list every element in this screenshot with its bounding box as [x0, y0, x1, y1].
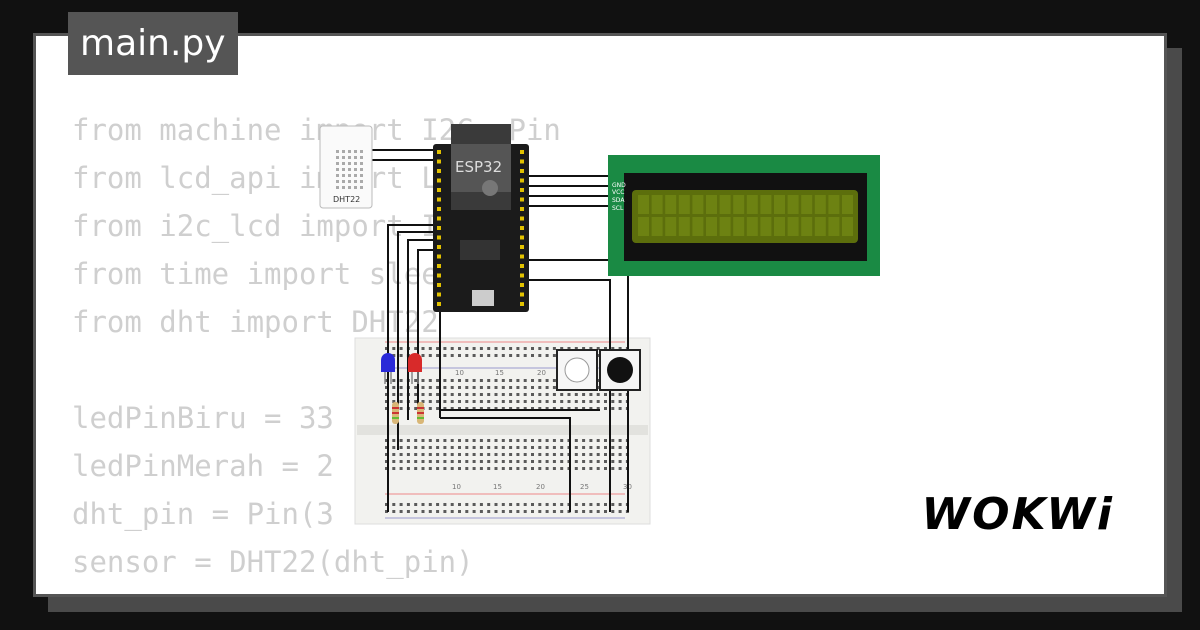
bb-col-label: 10: [455, 369, 464, 377]
code-line: I2C_ADDR = 0x27: [72, 586, 561, 594]
code-line: ledPinBiru = 33: [72, 401, 334, 435]
bb-col-label: 20: [537, 369, 546, 377]
lcd-pin-label: SCL: [612, 205, 624, 212]
dht-label: DHT22: [333, 195, 360, 204]
lcd-pin-label: SDA: [612, 197, 625, 204]
lcd-pin-label: GND: [612, 182, 626, 189]
bb-col-label: 25: [580, 483, 589, 491]
led-red: [408, 353, 422, 384]
code-line: from dht import DHT22: [72, 305, 439, 339]
bb-col-label: 10: [452, 483, 461, 491]
file-tab[interactable]: main.py: [68, 12, 238, 75]
wokwi-logo: WOKWi: [921, 489, 1114, 540]
code-line: ledPinMerah = 2: [72, 449, 334, 483]
resistor: [392, 402, 399, 424]
code-line: sensor = DHT22(dht_pin): [72, 545, 474, 579]
bb-col-label: 15: [493, 483, 502, 491]
bb-col-label: 20: [536, 483, 545, 491]
push-button-white: [556, 349, 598, 391]
dht22-sensor: DHT22: [319, 125, 373, 209]
code-line: dht_pin = Pin(3: [72, 497, 334, 531]
lcd-pin-label: VCC: [612, 189, 624, 196]
esp32-label: ESP32: [455, 158, 502, 176]
circuit-diagram: 10 15 20 10 15 20 25 30: [319, 124, 880, 525]
led-blue: [381, 353, 395, 384]
bb-col-label: 15: [495, 369, 504, 377]
resistor: [417, 402, 424, 424]
push-button-black: [599, 349, 641, 391]
esp32-board: ESP32: [433, 124, 529, 312]
lcd-display: GND VCC SDA SCL: [608, 155, 880, 276]
